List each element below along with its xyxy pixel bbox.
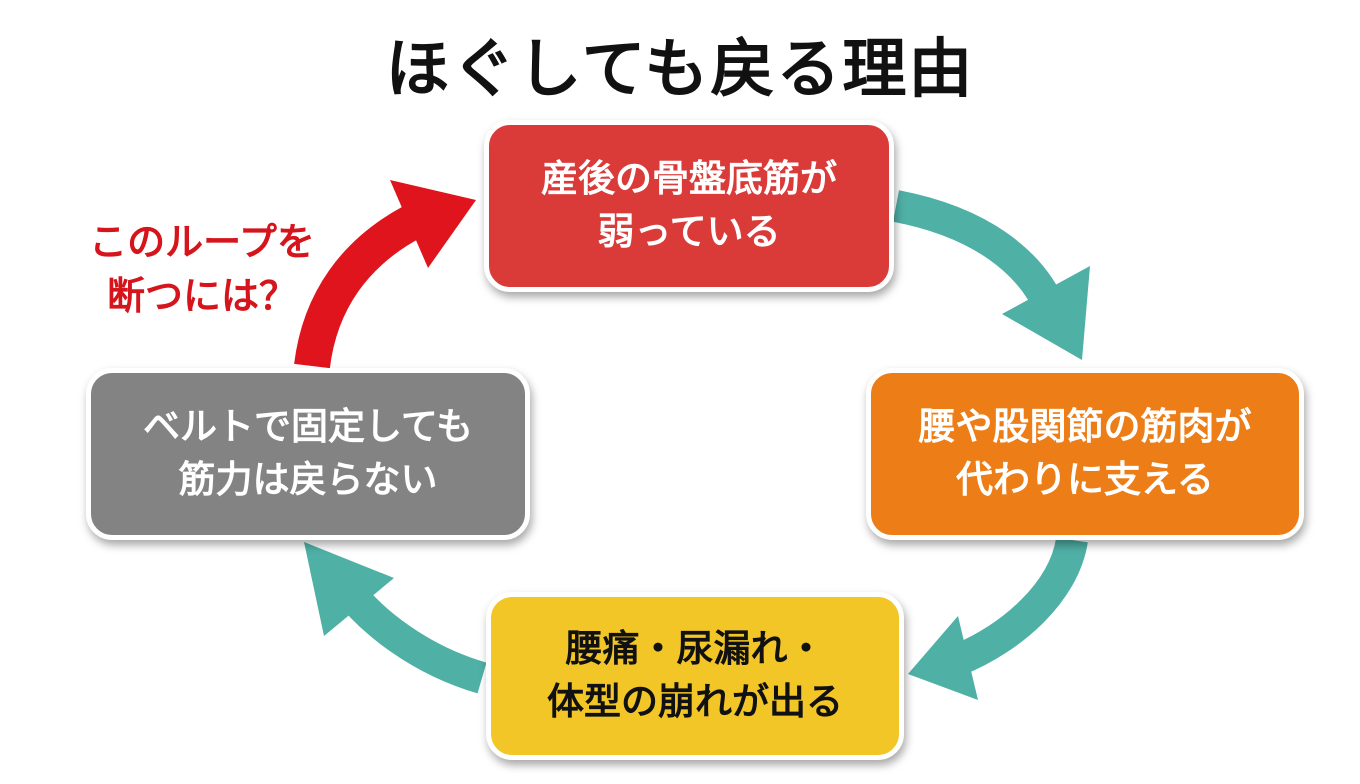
page-title: ほぐしても戻る理由 — [385, 33, 975, 107]
arrowhead-bottom-to-left — [304, 542, 394, 636]
cycle-step-muscles-compensate: 腰や股関節の筋肉が 代わりに支える — [866, 368, 1304, 540]
cycle-step-symptoms-appear: 腰痛・尿漏れ・ 体型の崩れが出る — [486, 592, 904, 760]
arrow-top-to-right — [892, 190, 1067, 319]
arrow-left-to-top — [294, 206, 421, 369]
break-loop-question: このループを 断つには？ — [52, 216, 352, 324]
step-line: 体型の崩れが出る — [547, 680, 843, 723]
arrowhead-top-to-right — [1002, 266, 1090, 360]
cycle-step-pelvic-floor-weak: 産後の骨盤底筋が 弱っている — [484, 120, 894, 292]
cycle-step-belt-no-strength: ベルトで固定しても 筋力は戻らない — [86, 368, 530, 540]
arrowhead-left-to-top — [390, 180, 476, 268]
step-line: 腰痛・尿漏れ・ — [565, 627, 825, 671]
step-line: 代わりに支える — [956, 458, 1214, 501]
step-line: 筋力は戻らない — [178, 458, 438, 501]
question-line: このループを — [89, 220, 315, 264]
step-line: 腰や股関節の筋肉が — [918, 405, 1252, 449]
step-line: 弱っている — [597, 210, 781, 253]
question-line: 断つには？ — [106, 273, 297, 318]
arrow-right-to-bottom — [951, 536, 1088, 675]
step-line: ベルトで固定しても — [142, 405, 474, 449]
arrow-bottom-to-left — [333, 578, 487, 694]
step-line: 産後の骨盤底筋が — [541, 157, 837, 201]
arrowhead-right-to-bottom — [908, 616, 978, 700]
